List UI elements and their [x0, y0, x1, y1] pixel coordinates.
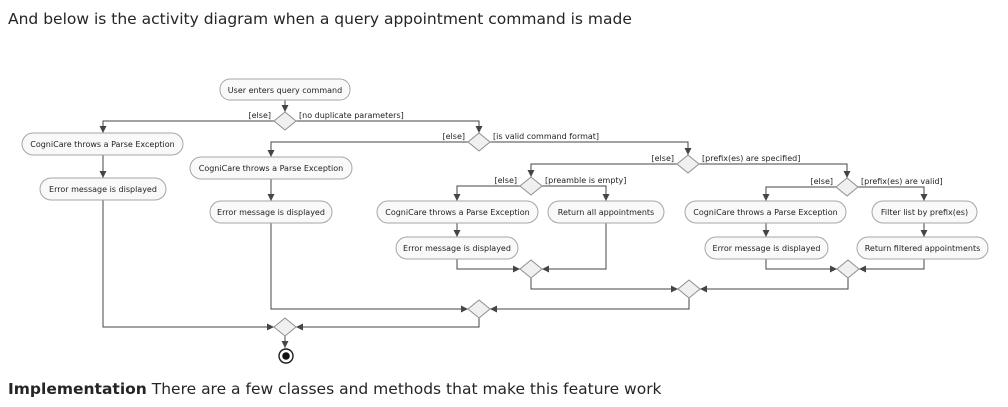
edge-format-else — [267, 141, 468, 157]
edge-error1-to-merge5 — [102, 200, 274, 331]
activity-parse-exception-3: CogniCare throws a Parse Exception — [376, 200, 539, 224]
activity-box — [684, 200, 847, 224]
edge-error4-to-merge2 — [765, 259, 837, 273]
edge-prefix-valid-else — [762, 186, 836, 201]
activity-box — [39, 177, 167, 201]
guard-prefix-valid-ok: [prefix(es) are valid] — [861, 177, 943, 186]
edge-merge1-to-merge3 — [530, 278, 678, 293]
decision-valid-command-format — [467, 132, 491, 152]
edge-return-filtered-to-merge2 — [859, 259, 925, 273]
decision-prefixes-specified — [676, 154, 700, 174]
activity-box — [219, 78, 351, 101]
activity-box — [547, 200, 665, 224]
activity-label: CogniCare throws a Parse Exception — [30, 140, 175, 149]
activity-parse-exception-2: CogniCare throws a Parse Exception — [189, 156, 353, 180]
activity-label: Error message is displayed — [49, 185, 157, 194]
merge-preamble-branch — [519, 259, 543, 279]
activity-label: CogniCare throws a Parse Exception — [385, 208, 530, 217]
end-node — [278, 348, 294, 364]
activity-return-all-appointments: Return all appointments — [547, 200, 665, 224]
activity-box — [871, 200, 978, 224]
edge-merge2-to-merge3 — [700, 278, 849, 293]
activity-parse-exception-4: CogniCare throws a Parse Exception — [684, 200, 847, 224]
edge-format-ok — [490, 141, 692, 155]
guard-format-ok: [is valid command format] — [493, 132, 599, 141]
activity-label: Error message is displayed — [217, 208, 325, 217]
edge-prefix-specified-else — [527, 163, 677, 177]
edge-prefix-specified-ok — [699, 163, 851, 178]
guard-preamble-else: [else] — [495, 176, 517, 185]
activity-parse-exception-1: CogniCare throws a Parse Exception — [21, 132, 184, 156]
edge-duplicate-ok — [296, 120, 483, 133]
guard-preamble-ok: [preamble is empty] — [545, 176, 626, 185]
implementation-note: Implementation There are a few classes a… — [8, 380, 662, 398]
edge-preamble-ok — [542, 185, 610, 201]
activity-return-filtered-appointments: Return filtered appointments — [856, 236, 989, 260]
activity-label: CogniCare throws a Parse Exception — [199, 164, 344, 173]
activity-label: User enters query command — [228, 86, 342, 95]
guard-duplicate-else: [else] — [249, 111, 271, 120]
activity-box — [704, 236, 829, 260]
activity-error-displayed-2: Error message is displayed — [209, 200, 333, 224]
edge-return-all-to-merge1 — [542, 223, 607, 273]
activity-box — [21, 132, 184, 156]
decision-no-duplicate-parameters — [273, 111, 297, 131]
implementation-heading: Implementation — [8, 380, 147, 398]
guard-prefix-specified-ok: [prefix(es) are specified] — [702, 154, 800, 163]
activity-box — [856, 236, 989, 260]
implementation-text: There are a few classes and methods that… — [146, 380, 662, 398]
activity-label: Return filtered appointments — [865, 244, 981, 253]
activity-box — [209, 200, 333, 224]
activity-box — [395, 236, 519, 260]
edge-preamble-else — [453, 185, 520, 201]
guard-duplicate-ok: [no duplicate parameters] — [299, 111, 404, 120]
activity-error-displayed-1: Error message is displayed — [39, 177, 167, 201]
guard-prefix-specified-else: [else] — [652, 154, 674, 163]
edge-duplicate-else — [99, 120, 274, 133]
activity-error-displayed-3: Error message is displayed — [395, 236, 519, 260]
edge-error3-to-merge1 — [456, 259, 520, 273]
merge-prefix-branch — [836, 259, 860, 279]
activity-box — [189, 156, 353, 180]
merge-format-branch — [467, 299, 491, 319]
activity-filter-list-by-prefix: Filter list by prefix(es) — [871, 200, 978, 224]
guard-format-else: [else] — [443, 132, 465, 141]
decision-preamble-empty — [519, 176, 543, 196]
guard-prefix-valid-else: [else] — [811, 177, 833, 186]
merge-final — [273, 317, 297, 337]
end-node-dot — [282, 352, 290, 360]
activity-start: User enters query command — [219, 78, 351, 101]
merge-specified-branch — [677, 279, 701, 299]
edge-prefix-valid-ok — [858, 186, 928, 201]
edge-merge4-to-merge5 — [296, 318, 480, 331]
activity-label: CogniCare throws a Parse Exception — [693, 208, 838, 217]
activity-label: Return all appointments — [558, 208, 654, 217]
activity-label: Filter list by prefix(es) — [881, 208, 968, 217]
page-title: And below is the activity diagram when a… — [8, 10, 632, 28]
activity-box — [376, 200, 539, 224]
decision-prefixes-valid — [835, 177, 859, 197]
edge-merge3-to-merge4 — [490, 298, 690, 313]
activity-label: Error message is displayed — [713, 244, 821, 253]
activity-label: Error message is displayed — [403, 244, 511, 253]
edge-error2-to-merge4 — [270, 223, 468, 313]
activity-error-displayed-4: Error message is displayed — [704, 236, 829, 260]
